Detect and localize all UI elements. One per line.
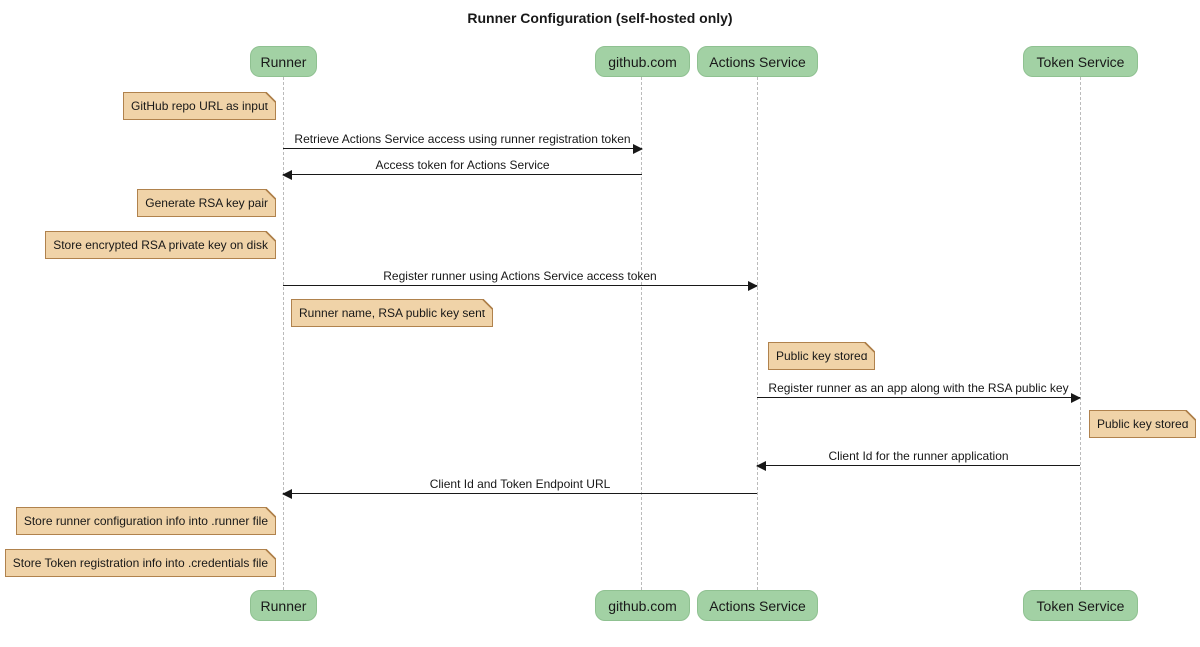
note-fold-icon xyxy=(864,342,876,353)
note-store-runner-file: Store runner configuration info into .ru… xyxy=(15,507,276,535)
note-runner-name-sent: Runner name, RSA public key sent xyxy=(291,299,494,327)
note-public-key-stored-token: Public key stored xyxy=(1089,410,1197,438)
note-store-credentials-file: Store Token registration info into .cred… xyxy=(4,549,276,577)
participant-github-top: github.com xyxy=(595,46,690,77)
message-retrieve-actions-access: Retrieve Actions Service access using ru… xyxy=(283,132,643,154)
arrowhead-left-icon xyxy=(756,461,766,471)
participant-runner-bottom: Runner xyxy=(250,590,317,621)
note-text: Store runner configuration info into .ru… xyxy=(23,514,268,528)
message-line xyxy=(283,281,758,291)
message-access-token-returned: Access token for Actions Service xyxy=(282,158,642,180)
arrowhead-left-icon xyxy=(282,489,292,499)
note-fold-icon xyxy=(482,299,494,310)
note-text: GitHub repo URL as input xyxy=(131,99,268,113)
note-fold-icon xyxy=(265,189,276,200)
note-text: Generate RSA key pair xyxy=(145,196,268,210)
message-client-id-endpoint: Client Id and Token Endpoint URL xyxy=(282,477,757,499)
lifeline-actions-service xyxy=(757,77,758,590)
diagram-title: Runner Configuration (self-hosted only) xyxy=(467,10,733,26)
message-client-id-returned: Client Id for the runner application xyxy=(756,449,1080,471)
arrowhead-left-icon xyxy=(282,170,292,180)
note-fold-icon xyxy=(265,507,276,518)
message-register-runner-app: Register runner as an app along with the… xyxy=(757,381,1081,403)
message-line xyxy=(282,489,757,499)
arrowhead-right-icon xyxy=(633,144,643,154)
note-text: Public key stored xyxy=(1097,417,1189,431)
lifeline-github xyxy=(641,77,642,590)
message-label: Access token for Actions Service xyxy=(375,158,550,172)
participant-actions-service-top: Actions Service xyxy=(697,46,818,77)
message-label: Register runner using Actions Service ac… xyxy=(383,269,657,283)
participant-actions-service-bottom: Actions Service xyxy=(697,590,818,621)
participant-token-service-top: Token Service xyxy=(1023,46,1138,77)
note-fold-icon xyxy=(1185,410,1197,421)
note-text: Store encrypted RSA private key on disk xyxy=(53,238,268,252)
message-line xyxy=(283,144,643,154)
arrowhead-right-icon xyxy=(748,281,758,291)
message-label: Client Id and Token Endpoint URL xyxy=(429,477,611,491)
message-line xyxy=(756,461,1080,471)
message-line xyxy=(757,393,1081,403)
lifeline-token-service xyxy=(1080,77,1081,590)
participant-runner-top: Runner xyxy=(250,46,317,77)
note-text: Store Token registration info into .cred… xyxy=(12,556,268,570)
note-generate-rsa-key: Generate RSA key pair xyxy=(137,189,276,217)
note-public-key-stored-actions: Public key stored xyxy=(768,342,876,370)
arrowhead-right-icon xyxy=(1071,393,1081,403)
note-text: Runner name, RSA public key sent xyxy=(299,306,486,320)
message-label: Register runner as an app along with the… xyxy=(768,381,1069,395)
message-label: Retrieve Actions Service access using ru… xyxy=(294,132,631,146)
note-fold-icon xyxy=(265,231,276,242)
message-line xyxy=(282,170,642,180)
participant-github-bottom: github.com xyxy=(595,590,690,621)
message-label: Client Id for the runner application xyxy=(828,449,1009,463)
lifeline-runner xyxy=(283,77,284,590)
note-fold-icon xyxy=(265,549,276,560)
message-register-runner: Register runner using Actions Service ac… xyxy=(283,269,758,291)
participant-token-service-bottom: Token Service xyxy=(1023,590,1138,621)
note-fold-icon xyxy=(265,92,276,103)
note-store-private-key: Store encrypted RSA private key on disk xyxy=(45,231,276,259)
note-github-repo-url: GitHub repo URL as input xyxy=(123,92,276,120)
note-text: Public key stored xyxy=(776,349,868,363)
